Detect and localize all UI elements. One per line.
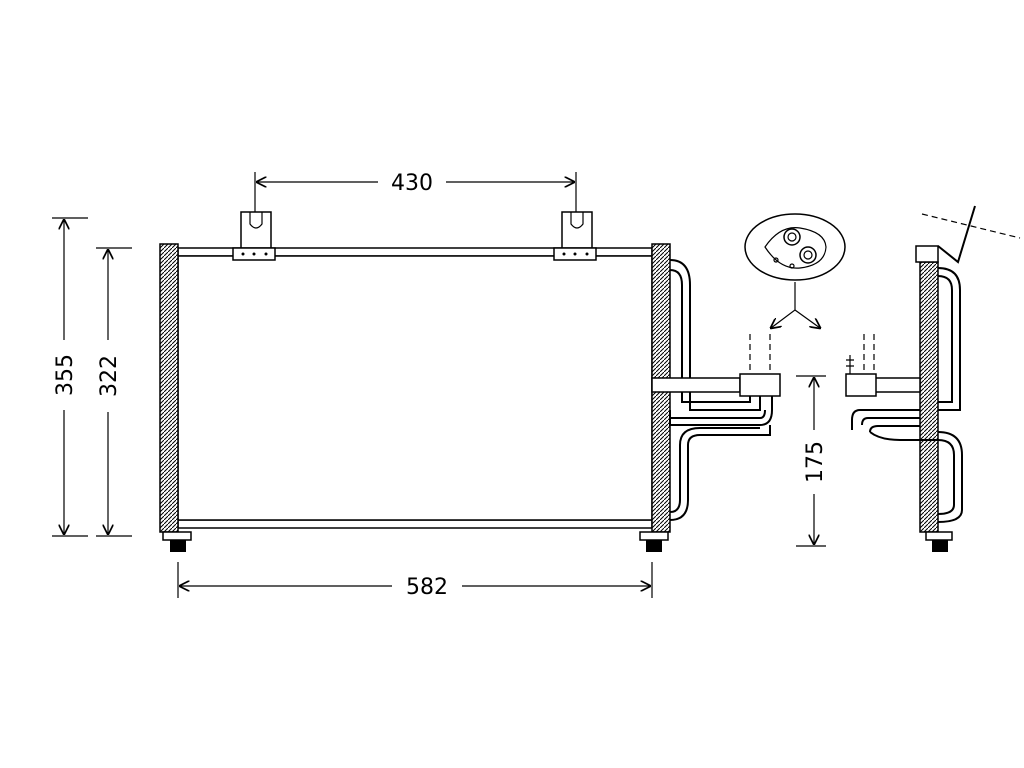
- bracket-left: [232, 211, 276, 261]
- outlet-pipes: [651, 259, 781, 521]
- bottom-rail: [177, 519, 653, 529]
- core: [177, 255, 653, 521]
- front-view: [159, 211, 781, 552]
- dim-bracket-spacing-label: 430: [391, 171, 433, 196]
- right-foot: [639, 531, 669, 552]
- dim-core-width: [177, 562, 653, 598]
- dim-pipe-height-label: 175: [803, 441, 828, 483]
- dim-core-width-label: 582: [406, 575, 448, 600]
- dim-core-height-label: 322: [97, 355, 122, 397]
- dim-total-height: [52, 217, 88, 537]
- left-tank: [159, 243, 179, 533]
- side-tank: [919, 261, 939, 533]
- dim-total-height-label: 355: [53, 354, 78, 396]
- left-foot: [162, 531, 192, 552]
- dim-pipe-height: [796, 375, 826, 547]
- bracket-right: [553, 211, 597, 261]
- dim-bracket-spacing: [254, 172, 577, 212]
- dim-core-height: [96, 247, 132, 537]
- side-view: [845, 205, 1021, 552]
- flange-detail: [744, 213, 846, 328]
